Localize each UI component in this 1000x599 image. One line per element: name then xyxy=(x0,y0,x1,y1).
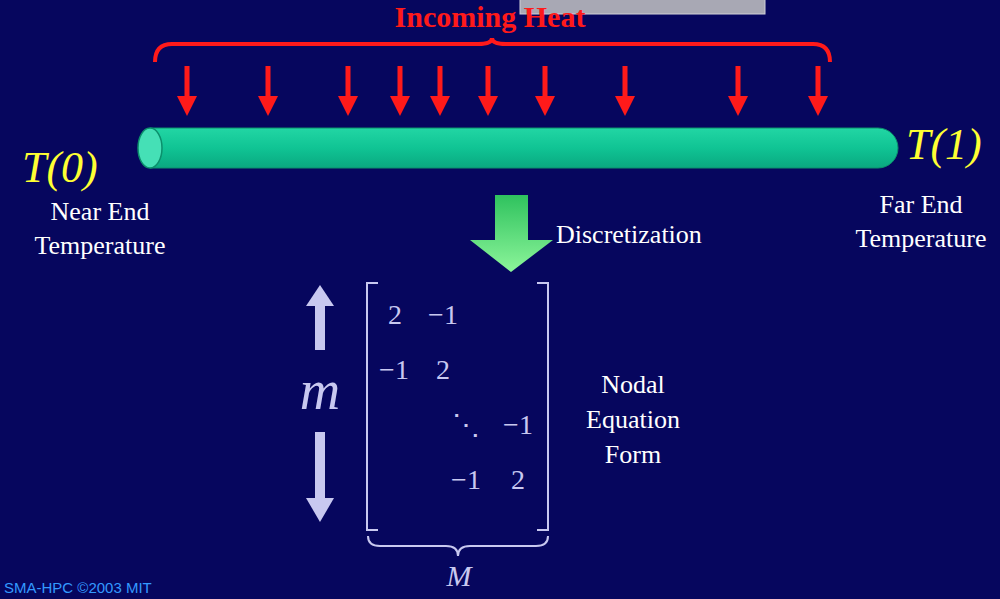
matrix-entry: −1 xyxy=(379,354,409,386)
matrix-brace xyxy=(368,536,548,556)
step-label: Discretization xyxy=(556,218,702,252)
rod xyxy=(150,128,898,168)
matrix-bracket xyxy=(367,283,378,530)
discretization-arrow xyxy=(470,195,553,272)
dimension-symbol: m xyxy=(300,360,340,420)
matrix-entry: 2 xyxy=(388,299,402,331)
form-label: Nodal Equation Form xyxy=(578,367,688,472)
heat-arrows xyxy=(177,66,828,116)
matrix-entry: −1 xyxy=(503,409,533,441)
rod-end xyxy=(138,128,162,168)
matrix-entry: 2 xyxy=(511,464,525,496)
matrix-bracket xyxy=(537,283,548,530)
matrix-entry: −1 xyxy=(451,464,481,496)
temperature-symbol: T(0) xyxy=(22,143,98,193)
matrix-entry: 2 xyxy=(436,354,450,386)
heat-brace xyxy=(155,38,830,62)
matrix-entry: ⋱ xyxy=(452,409,480,441)
end-label: Near End Temperature xyxy=(15,195,185,263)
copyright: SMA-HPC ©2003 MIT xyxy=(4,579,152,597)
dimension-symbol: M xyxy=(447,560,472,592)
temperature-symbol: T(1) xyxy=(906,120,982,170)
end-label: Far End Temperature xyxy=(846,188,996,256)
heading: Incoming Heat xyxy=(395,0,586,34)
matrix-entry: −1 xyxy=(428,299,458,331)
